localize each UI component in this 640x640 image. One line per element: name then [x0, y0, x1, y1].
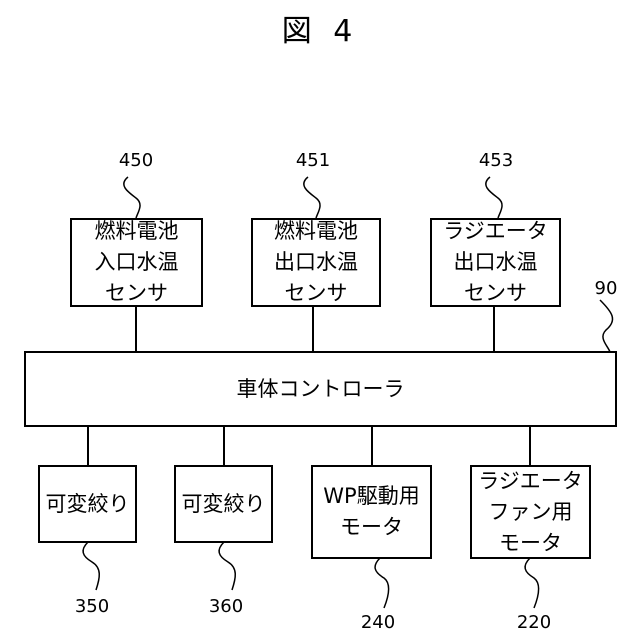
- sensor-box-451: 燃料電池 出口水温 センサ: [251, 218, 381, 307]
- sensor-453-line-3: センサ: [464, 278, 527, 309]
- sensor-box-453: ラジエータ 出口水温 センサ: [430, 218, 561, 307]
- actuator-240-line-2: モータ: [340, 512, 403, 543]
- sensor-450-line-3: センサ: [105, 278, 168, 309]
- ref-450: 450: [106, 150, 166, 171]
- ref-451: 451: [283, 150, 343, 171]
- actuator-box-240: WP駆動用 モータ: [311, 465, 432, 559]
- ref-220: 220: [504, 612, 564, 633]
- leader-240: [375, 558, 389, 608]
- sensor-453-line-2: 出口水温: [454, 247, 538, 278]
- actuator-220-line-3: モータ: [499, 528, 562, 559]
- actuator-box-350: 可変絞り: [38, 465, 137, 543]
- leader-451: [304, 177, 320, 218]
- sensor-box-450: 燃料電池 入口水温 センサ: [70, 218, 203, 307]
- sensor-450-line-1: 燃料電池: [95, 216, 179, 247]
- leader-220: [525, 558, 539, 608]
- ref-453: 453: [466, 150, 526, 171]
- leader-360: [219, 542, 235, 590]
- sensor-451-line-2: 出口水温: [274, 247, 358, 278]
- sensor-451-line-1: 燃料電池: [274, 216, 358, 247]
- actuator-220-line-2: ファン用: [489, 497, 573, 528]
- vehicle-controller-box: 車体コントローラ: [24, 351, 617, 427]
- vehicle-controller-label: 車体コントローラ: [237, 374, 405, 405]
- actuator-box-360: 可変絞り: [174, 465, 273, 543]
- leader-453: [486, 177, 502, 218]
- actuator-220-line-1: ラジエータ: [478, 466, 583, 497]
- sensor-451-line-3: センサ: [285, 278, 348, 309]
- actuator-box-220: ラジエータ ファン用 モータ: [470, 465, 591, 559]
- leader-450: [124, 177, 140, 218]
- ref-350: 350: [62, 596, 122, 617]
- actuator-350-line-1: 可変絞り: [46, 489, 130, 520]
- ref-360: 360: [196, 596, 256, 617]
- ref-240: 240: [348, 612, 408, 633]
- ref-90: 90: [576, 278, 636, 299]
- leader-90: [600, 300, 613, 352]
- leader-350: [83, 542, 99, 590]
- actuator-240-line-1: WP駆動用: [323, 481, 419, 512]
- sensor-453-line-1: ラジエータ: [443, 216, 548, 247]
- sensor-450-line-2: 入口水温: [95, 247, 179, 278]
- actuator-360-line-1: 可変絞り: [182, 489, 266, 520]
